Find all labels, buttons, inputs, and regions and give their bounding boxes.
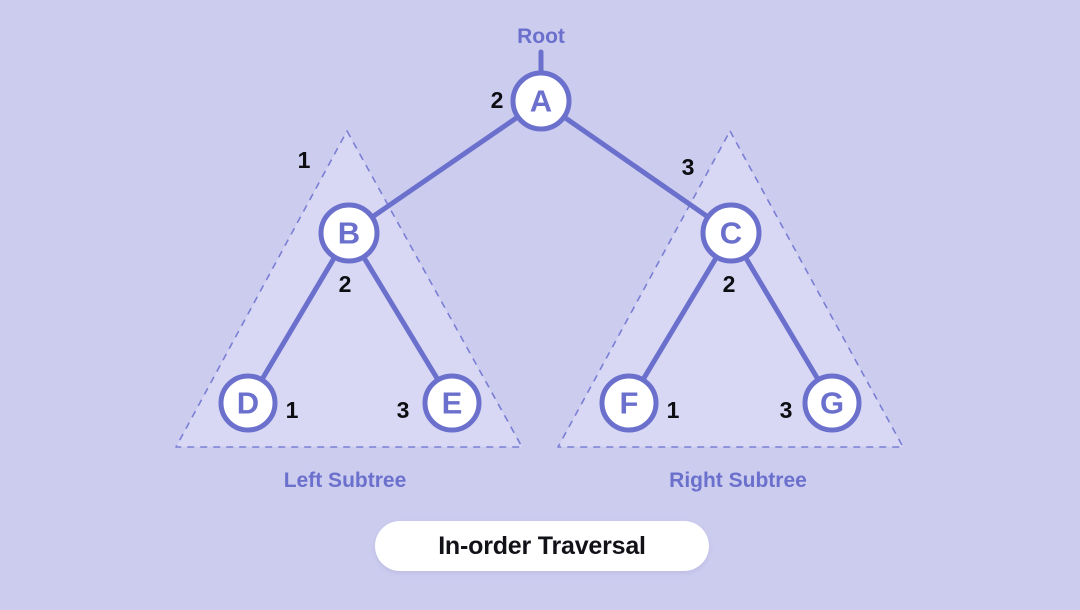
subtree-triangles <box>175 130 904 448</box>
tree-node-G[interactable]: G <box>802 373 862 433</box>
caption-pill: In-order Traversal <box>375 521 709 571</box>
tree-node-F[interactable]: F <box>599 373 659 433</box>
root-label: Root <box>517 25 565 48</box>
tree-node-D[interactable]: D <box>218 373 278 433</box>
order-number-C: 3 <box>682 154 695 180</box>
subtree-triangle-right <box>557 130 904 448</box>
node-letter-B: B <box>338 216 360 251</box>
node-circle-B <box>318 202 380 264</box>
tree-edges <box>258 113 822 384</box>
edge-B-D <box>258 253 338 384</box>
node-letter-A: A <box>530 84 552 119</box>
order-number-E: 3 <box>397 397 410 423</box>
tree-node-B[interactable]: B <box>318 202 380 264</box>
edge-C-G <box>742 253 822 384</box>
node-circle-A <box>510 70 572 132</box>
node-circle-F <box>599 373 659 433</box>
order-number-D: 1 <box>286 397 299 423</box>
node-letter-C: C <box>720 216 742 251</box>
tree-nodes: A B C D E F G <box>218 70 862 433</box>
edge-A-C <box>560 113 712 221</box>
edge-A-B <box>368 113 522 221</box>
order-number-B: 1 <box>298 147 311 173</box>
subtree-label-right: Right Subtree <box>669 469 807 492</box>
subtree-label-left: Left Subtree <box>284 469 407 492</box>
node-letter-G: G <box>820 386 844 421</box>
node-circle-E <box>422 373 482 433</box>
node-circle-D <box>218 373 278 433</box>
node-letter-D: D <box>237 386 259 421</box>
subtree-labels: Left Subtree Right Subtree <box>284 469 807 492</box>
tree-node-C[interactable]: C <box>700 202 762 264</box>
edge-C-F <box>639 253 720 384</box>
order-number-A: 2 <box>491 87 504 113</box>
subtree-triangle-left <box>175 130 523 448</box>
edge-B-E <box>360 253 442 384</box>
node-circle-G <box>802 373 862 433</box>
traversal-order-numbers: 2 1 2 3 2 1 3 1 3 <box>286 87 793 423</box>
order-number-F: 1 <box>667 397 680 423</box>
node-letter-E: E <box>442 386 463 421</box>
node-circle-C <box>700 202 762 264</box>
tree-node-A[interactable]: A <box>510 70 572 132</box>
order-number-C-children: 2 <box>723 271 736 297</box>
node-letter-F: F <box>620 386 639 421</box>
order-number-B-children: 2 <box>339 271 352 297</box>
order-number-G: 3 <box>780 397 793 423</box>
caption-label: In-order Traversal <box>438 531 646 560</box>
tree-node-E[interactable]: E <box>422 373 482 433</box>
